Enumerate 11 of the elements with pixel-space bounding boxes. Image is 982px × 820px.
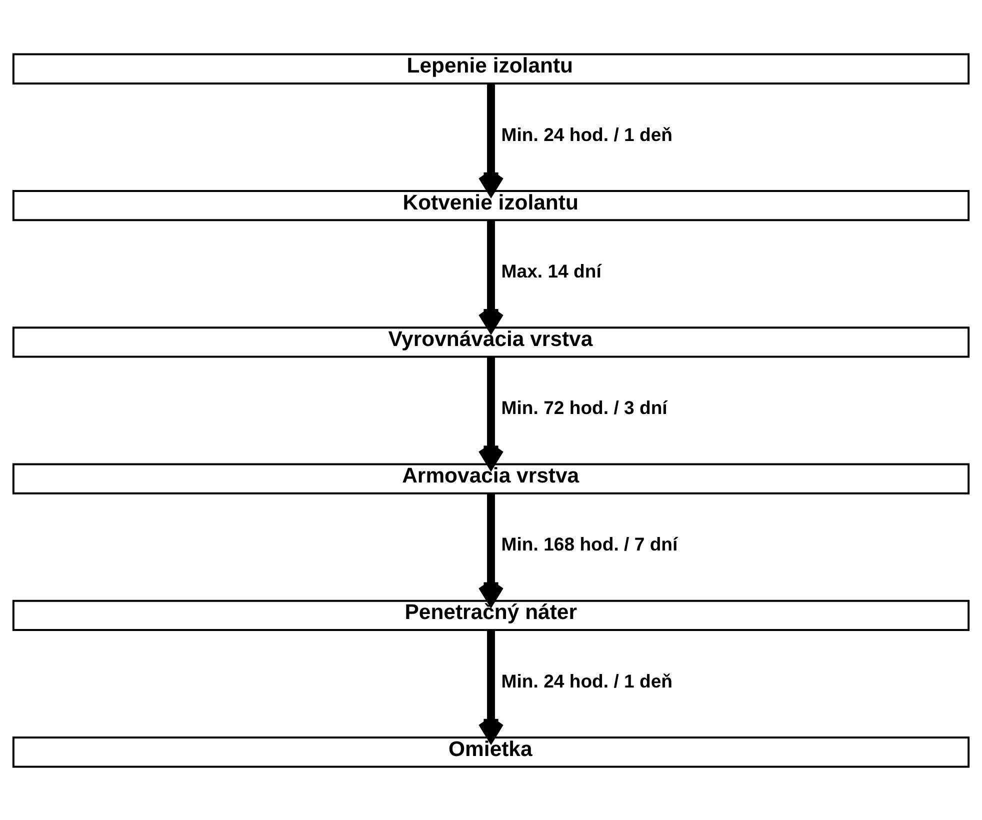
edge-label: Min. 168 hod. / 7 dní [501,533,678,554]
node-box: Armovacia vrstva [12,462,970,494]
edge-label: Min. 72 hod. / 3 dní [501,396,668,418]
node-box: Vyrovnávacia vrstva [12,326,970,358]
node-box: Lepenie izolantu [12,52,970,84]
edge-label: Min. 24 hod. / 1 deň [501,123,673,144]
node-box: Penetračný náter [12,599,970,631]
edge-label: Min. 24 hod. / 1 deň [501,670,673,691]
node-box: Omietka [12,736,970,768]
node-box: Kotvenie izolantu [12,189,970,221]
edge-label: Max. 14 dní [501,260,602,281]
